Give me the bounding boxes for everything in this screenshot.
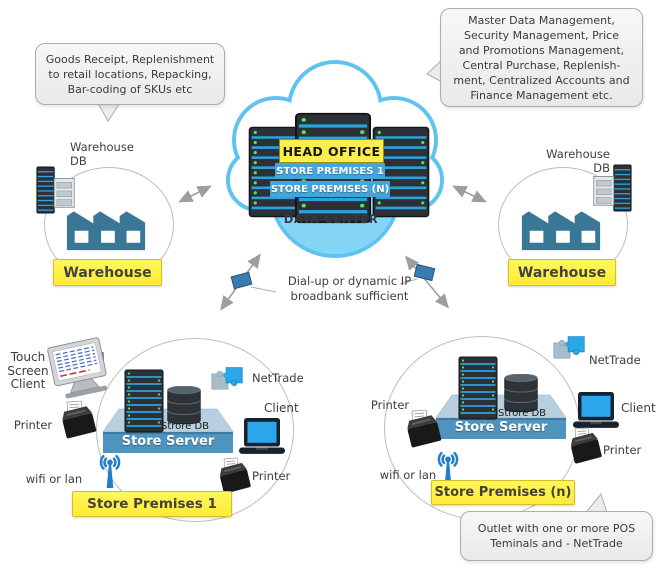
data-center-caption: DATA CENTER — [283, 212, 379, 226]
store-n-printer-left-label: Printer — [370, 398, 410, 412]
store-n-text: Store Premises (n) — [434, 485, 572, 500]
laptop-icon — [570, 391, 622, 431]
factory-icon — [62, 204, 150, 252]
store-premises-1-text: STORE PREMISES 1 — [276, 165, 384, 177]
store-premises-1-bar: STORE PREMISES 1 — [275, 163, 385, 179]
warehouse-left-db-label: Warehouse DB — [70, 140, 134, 168]
store-1-nettrade-label: NetTrade — [252, 371, 304, 385]
store-1-label: Store Premises 1 — [72, 491, 232, 517]
store-1-ring — [96, 338, 294, 522]
store-n-db-label: Strore DB — [497, 408, 547, 419]
outlet-callout: Outlet with one or more POS Teminals and… — [460, 511, 653, 561]
store-1-printer-right-label: Printer — [252, 469, 291, 483]
store-n-printer-right-label: Printer — [603, 443, 642, 457]
store-n-label: Store Premises (n) — [431, 480, 575, 505]
warehouse-right-label: Warehouse — [508, 259, 616, 286]
printer-icon — [57, 399, 101, 443]
store-1-client-label: Client — [264, 401, 299, 415]
database-icon — [500, 374, 542, 412]
store-n-client-label: Client — [621, 401, 656, 415]
warehouse-right-text: Warehouse — [517, 264, 607, 281]
store-premises-n-bar: STORE PREMISES (N) — [270, 181, 390, 197]
warehouse-right-db-label: Warehouse DB — [546, 147, 610, 175]
goods-receipt-callout: Goods Receipt, Replenishment to retail l… — [35, 43, 225, 105]
store-n-wifi-label: wifi or lan — [379, 468, 437, 482]
nettrade-puzzle-icon — [209, 364, 247, 400]
connection-note: Dial-up or dynamic IP broadbank sufficie… — [287, 274, 412, 303]
store-1-db-label: Strore DB — [160, 421, 210, 432]
store-1-text: Store Premises 1 — [87, 496, 217, 512]
store-1-wifi-label: wifi or lan — [25, 472, 83, 486]
store-premises-n-text: STORE PREMISES (N) — [270, 183, 390, 195]
touch-terminal-icon — [46, 336, 114, 402]
store-1-server-label: Store Server — [121, 434, 215, 449]
nettrade-puzzle-icon — [551, 333, 589, 369]
store-1-touchscreen-label: Touch Screen Client — [7, 350, 49, 391]
store-n-nettrade-label: NetTrade — [589, 353, 641, 367]
laptop-icon — [236, 417, 288, 457]
head-office-label: HEAD OFFICE — [279, 139, 384, 163]
factory-icon — [517, 204, 605, 252]
head-office-text: HEAD OFFICE — [282, 143, 381, 159]
store-1-printer-left-label: Printer — [13, 418, 53, 432]
warehouse-left-label: Warehouse — [53, 259, 162, 286]
store-n-server-label: Store Server — [454, 420, 548, 435]
printer-icon — [566, 426, 606, 468]
wifi-icon — [93, 449, 127, 489]
head-office-callout: Master Data Management, Security Managem… — [440, 8, 643, 107]
database-icon — [163, 386, 205, 424]
warehouse-left-text: Warehouse — [63, 264, 152, 281]
server-rack-icon — [458, 356, 498, 420]
